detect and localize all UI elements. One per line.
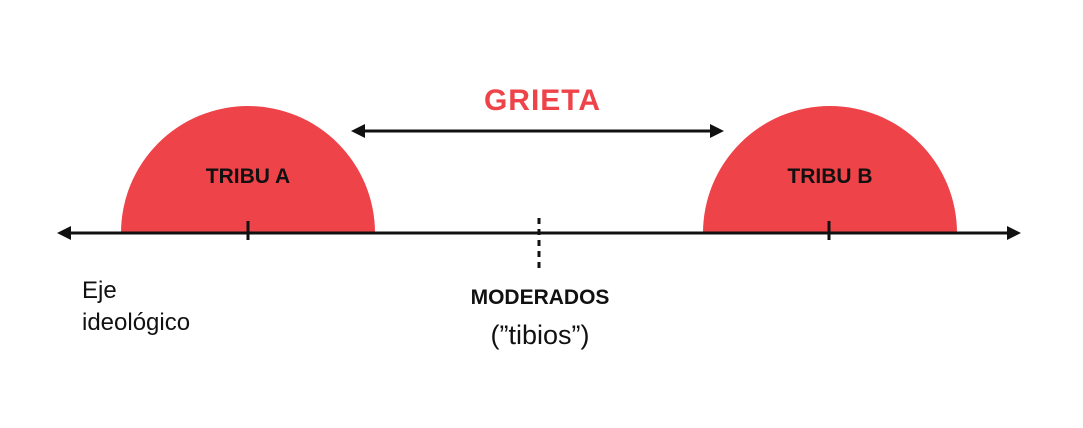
tribe-a-label: TRIBU A <box>205 165 291 188</box>
ideological-axis <box>57 218 1021 270</box>
grieta-arrowhead-left <box>351 124 365 138</box>
axis-arrowhead-left <box>57 226 71 240</box>
axis-label-line-2: ideológico <box>82 309 191 336</box>
moderados-subtitle: (”tibios”) <box>490 320 590 350</box>
moderados-title: MODERADOS <box>470 286 610 309</box>
axis-label: Eje ideológico <box>82 275 190 339</box>
tribe-b-semicircle <box>703 106 957 233</box>
axis-label-line-1: Eje <box>82 277 117 304</box>
grieta-arrowhead-right <box>710 124 724 138</box>
tribe-b-label: TRIBU B <box>787 165 873 188</box>
tribe-a-semicircle <box>121 106 375 233</box>
grieta-arrow <box>351 124 724 138</box>
axis-arrowhead-right <box>1007 226 1021 240</box>
grieta-title: GRIETA <box>483 84 602 117</box>
